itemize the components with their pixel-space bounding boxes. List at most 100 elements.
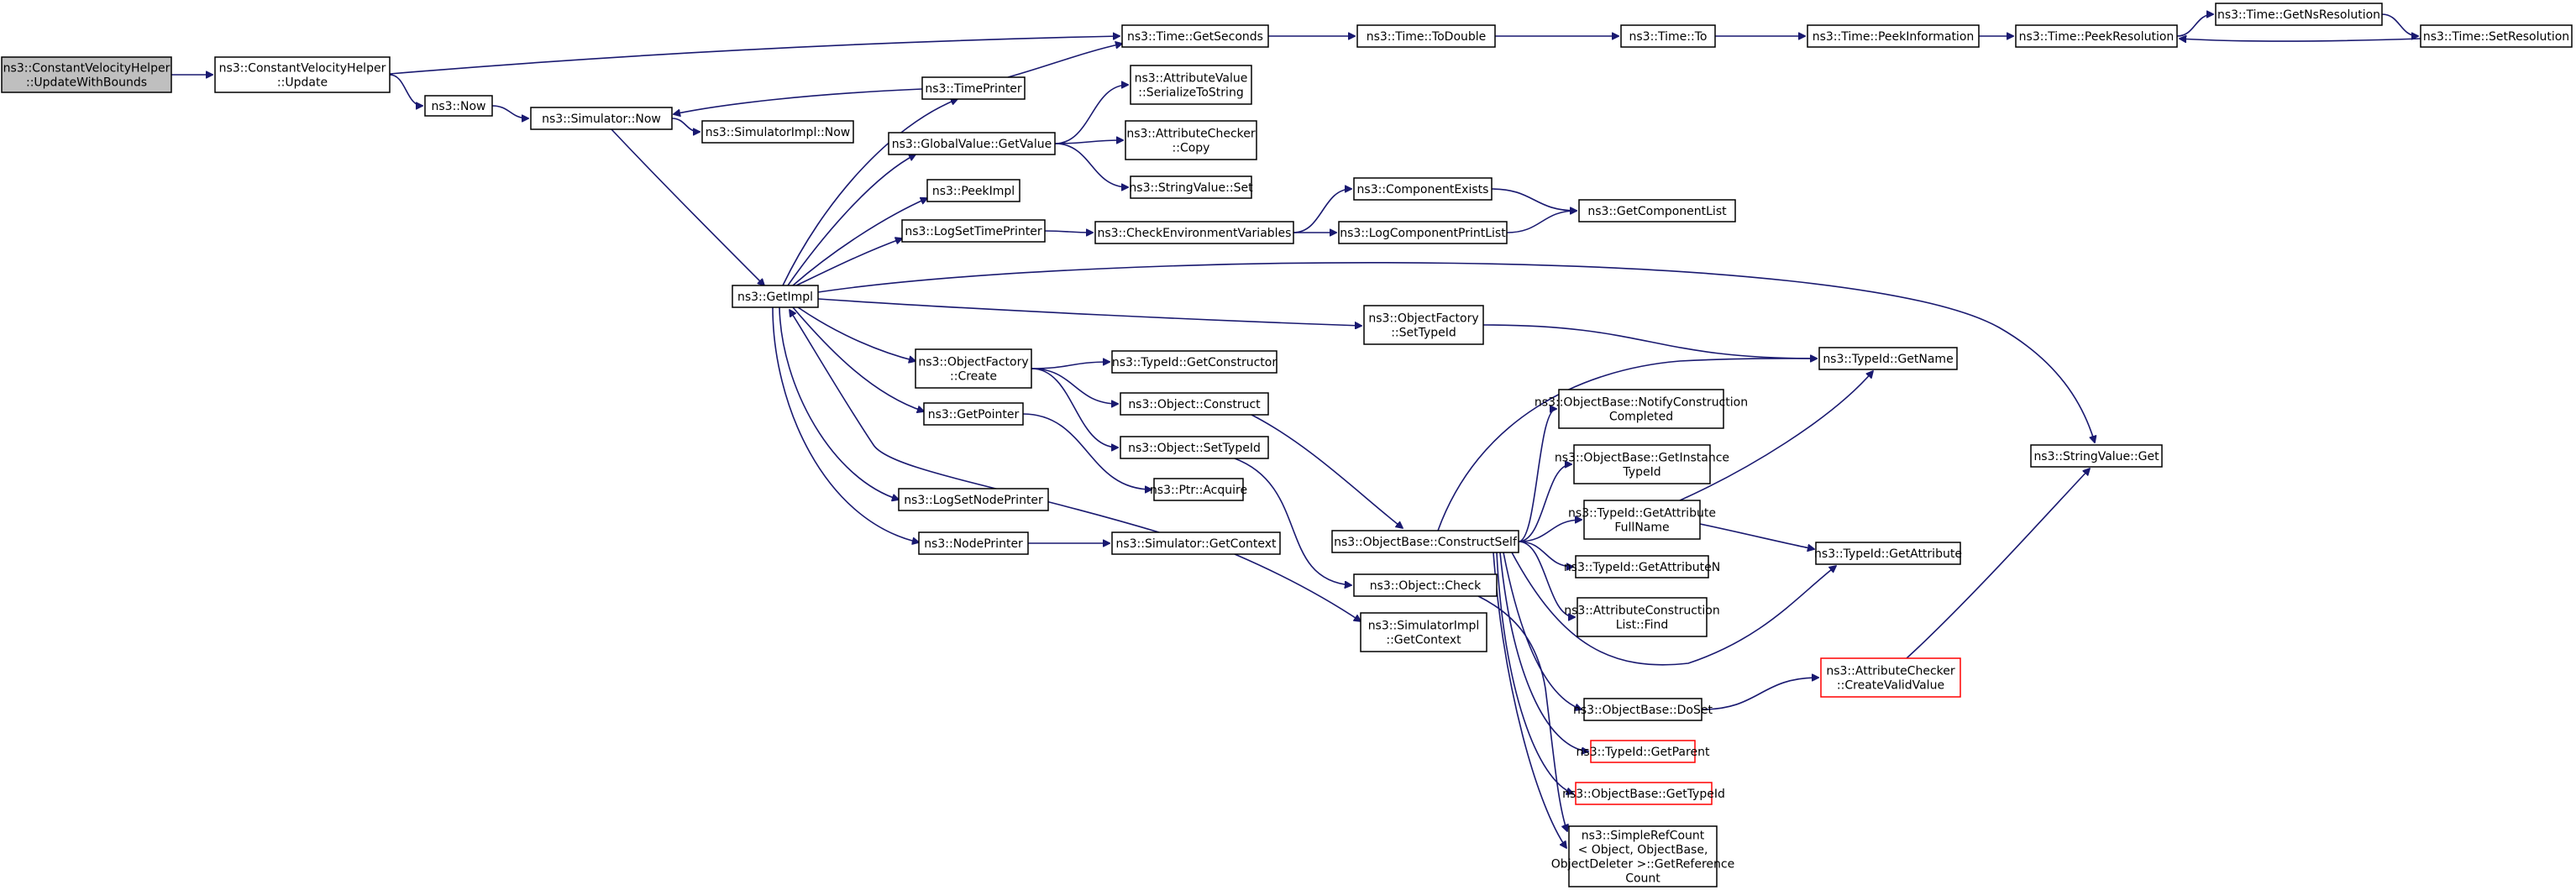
edge-line bbox=[671, 118, 700, 132]
node-peekimpl[interactable]: ns3::PeekImpl bbox=[926, 179, 1020, 202]
node-label: ::SetTypeId bbox=[1391, 327, 1456, 340]
node-obj-construct[interactable]: ns3::Object::Construct bbox=[1120, 392, 1269, 416]
node-box bbox=[1121, 24, 1269, 48]
node-box bbox=[926, 179, 1020, 202]
node-label: ns3::Object::Construct bbox=[1128, 398, 1261, 411]
node-sim-now[interactable]: ns3::Simulator::Now bbox=[530, 107, 673, 130]
node-of-create[interactable]: ns3::ObjectFactory::Create bbox=[915, 348, 1032, 389]
node-label: ns3::TypeId::GetParent bbox=[1577, 746, 1710, 759]
node-obj-check[interactable]: ns3::Object::Check bbox=[1353, 573, 1498, 597]
node-ob-constructself[interactable]: ns3::ObjectBase::ConstructSelf bbox=[1331, 530, 1519, 553]
node-tid-getctor[interactable]: ns3::TypeId::GetConstructor bbox=[1111, 350, 1278, 374]
node-logsetnodeprinter[interactable]: ns3::LogSetNodePrinter bbox=[898, 488, 1049, 511]
node-checkenv[interactable]: ns3::CheckEnvironmentVariables bbox=[1094, 221, 1294, 244]
node-getpointer[interactable]: ns3::GetPointer bbox=[923, 402, 1024, 426]
edge-tid_getattrfullname-to-tid_getattr bbox=[1699, 523, 1814, 549]
node-ac-copy[interactable]: ns3::AttributeChecker::Copy bbox=[1125, 120, 1257, 160]
node-logcompprintlist[interactable]: ns3::LogComponentPrintList bbox=[1338, 221, 1508, 244]
node-label: ns3::NodePrinter bbox=[924, 537, 1023, 551]
node-label: ::SerializeToString bbox=[1138, 86, 1243, 100]
edge-cvh_update-to-time_getseconds bbox=[389, 36, 1120, 75]
node-sim-getcontext[interactable]: ns3::Simulator::GetContext bbox=[1111, 531, 1281, 555]
node-getimpl[interactable]: ns3::GetImpl bbox=[732, 285, 819, 308]
node-label: ns3::TypeId::GetAttribute bbox=[1568, 507, 1716, 521]
node-box bbox=[1807, 24, 1980, 48]
edge-line bbox=[1493, 552, 1566, 848]
node-obj-settypeid[interactable]: ns3::Object::SetTypeId bbox=[1120, 436, 1269, 459]
edge-line bbox=[1699, 523, 1814, 549]
node-box bbox=[1820, 657, 1961, 698]
node-label: ns3::Time::ToDouble bbox=[1367, 30, 1487, 44]
node-time-getseconds[interactable]: ns3::Time::GetSeconds bbox=[1121, 24, 1269, 48]
node-of-settypeid[interactable]: ns3::ObjectFactory::SetTypeId bbox=[1363, 305, 1484, 345]
edge-compexists-to-getcomplist bbox=[1491, 188, 1577, 211]
edge-of_settypeid-to-tid_getname bbox=[1482, 324, 1817, 359]
node-tid-getattr[interactable]: ns3::TypeId::GetAttribute bbox=[1814, 542, 1962, 565]
node-tid-getparent[interactable]: ns3::TypeId::GetParent bbox=[1577, 740, 1710, 763]
node-ac-createvalid[interactable]: ns3::AttributeChecker::CreateValidValue bbox=[1820, 657, 1961, 698]
node-box bbox=[1111, 350, 1278, 374]
node-label: ns3::Time::PeekInformation bbox=[1813, 30, 1975, 44]
edge-line bbox=[817, 298, 1361, 326]
node-time-to[interactable]: ns3::Time::To bbox=[1620, 24, 1716, 48]
node-time-peekres[interactable]: ns3::Time::PeekResolution bbox=[2015, 24, 2178, 48]
edge-line bbox=[1511, 552, 1836, 666]
node-box bbox=[424, 95, 493, 117]
node-gv-getvalue[interactable]: ns3::GlobalValue::GetValue bbox=[888, 132, 1056, 155]
node-label: ns3::Ptr::Acquire bbox=[1150, 484, 1247, 497]
node-getcomplist[interactable]: ns3::GetComponentList bbox=[1578, 199, 1736, 222]
node-root[interactable]: ns3::ConstantVelocityHelper::UpdateWithB… bbox=[1, 56, 172, 93]
node-time-setres[interactable]: ns3::Time::SetResolution bbox=[2420, 24, 2573, 48]
node-simimpl-getcontext[interactable]: ns3::SimulatorImpl::GetContext bbox=[1360, 612, 1487, 652]
node-timeprinter[interactable]: ns3::TimePrinter bbox=[921, 76, 1026, 100]
node-ob-doset[interactable]: ns3::ObjectBase::DoSet bbox=[1573, 698, 1713, 721]
node-label: ::Update bbox=[277, 76, 328, 90]
node-box bbox=[1120, 436, 1269, 459]
node-box bbox=[1130, 175, 1252, 199]
node-ob-gettypeid[interactable]: ns3::ObjectBase::GetTypeId bbox=[1562, 782, 1725, 805]
edge-line bbox=[2180, 39, 2421, 41]
edge-line bbox=[797, 306, 916, 361]
node-sv-get[interactable]: ns3::StringValue::Get bbox=[2030, 444, 2163, 468]
node-ob-notify[interactable]: ns3::ObjectBase::NotifyConstructionCompl… bbox=[1535, 389, 1748, 429]
node-label: ns3::StringValue::Set bbox=[1129, 181, 1253, 195]
node-time-peekinfo[interactable]: ns3::Time::PeekInformation bbox=[1807, 24, 1980, 48]
node-time-getnsres[interactable]: ns3::Time::GetNsResolution bbox=[2215, 3, 2383, 26]
node-simimpl-now[interactable]: ns3::SimulatorImpl::Now bbox=[701, 120, 854, 144]
node-compexists[interactable]: ns3::ComponentExists bbox=[1353, 177, 1493, 201]
node-nodeprinter[interactable]: ns3::NodePrinter bbox=[918, 531, 1029, 555]
node-label: ObjectDeleter >::GetReference bbox=[1551, 858, 1734, 872]
edge-now-to-sim_now bbox=[491, 105, 528, 118]
node-ptr-acquire[interactable]: ns3::Ptr::Acquire bbox=[1150, 478, 1247, 501]
node-label: ns3::AttributeChecker bbox=[1126, 128, 1256, 141]
node-box bbox=[1568, 825, 1718, 887]
node-now[interactable]: ns3::Now bbox=[424, 95, 493, 117]
node-time-todouble[interactable]: ns3::Time::ToDouble bbox=[1356, 24, 1496, 48]
node-label: ::CreateValidValue bbox=[1837, 679, 1944, 693]
node-av-serialize[interactable]: ns3::AttributeValue::SerializeToString bbox=[1130, 65, 1252, 105]
node-srcount[interactable]: ns3::SimpleRefCount< Object, ObjectBase,… bbox=[1551, 825, 1734, 887]
node-tid-getattrn[interactable]: ns3::TypeId::GetAttributeN bbox=[1564, 555, 1720, 578]
node-box bbox=[1360, 612, 1487, 652]
node-box bbox=[1815, 542, 1961, 565]
edge-ob_constructself-to-tid_getattr bbox=[1511, 552, 1836, 666]
node-box bbox=[1818, 347, 1958, 370]
node-logsettimeprinter[interactable]: ns3::LogSetTimePrinter bbox=[901, 219, 1046, 243]
node-cvh-update[interactable]: ns3::ConstantVelocityHelper::Update bbox=[214, 56, 391, 93]
node-box bbox=[918, 531, 1029, 555]
node-sv-set[interactable]: ns3::StringValue::Set bbox=[1129, 175, 1253, 199]
node-box bbox=[923, 402, 1024, 426]
edge-timeprinter-to-time_getseconds bbox=[1007, 44, 1122, 78]
node-label: List::Find bbox=[1616, 619, 1669, 632]
edge-getimpl-to-nodeprinter bbox=[772, 306, 919, 542]
node-tid-getname[interactable]: ns3::TypeId::GetName bbox=[1818, 347, 1958, 370]
node-box bbox=[214, 56, 391, 93]
edge-line bbox=[1491, 188, 1577, 211]
edge-line bbox=[792, 306, 924, 411]
node-box bbox=[921, 76, 1026, 100]
node-label: ns3::AttributeValue bbox=[1135, 72, 1248, 86]
edge-ob_doset-to-ac_createvalid bbox=[1701, 678, 1818, 710]
